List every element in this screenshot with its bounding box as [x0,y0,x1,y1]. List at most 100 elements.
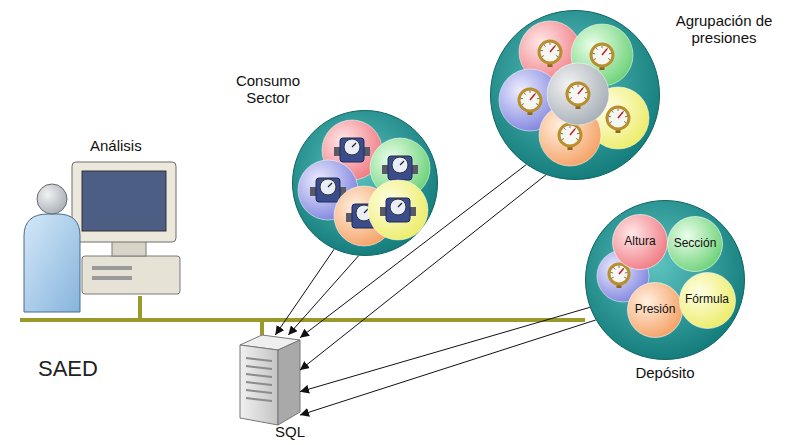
circle-label: Presión [635,303,676,317]
node-heading: Consumo Sector [230,72,306,107]
gauge-needle [619,269,624,275]
pressure-gauge-icon [559,124,581,150]
circle-outline [490,10,660,180]
network-label: SAED [38,356,98,382]
gauge-ring [609,264,629,284]
server-node: SQL [235,335,300,425]
pressure-gauge-icon [607,107,629,133]
meter-dial [344,139,360,155]
meter-needle [328,183,332,187]
variable-circle: Presión [627,282,683,338]
circle-fill [491,11,660,180]
gauge-tick [609,53,611,54]
gauge-tick [561,133,563,134]
gauge-tick [536,104,538,105]
variable-circle: Sección [667,216,723,272]
meter-needle [398,203,402,207]
gauge-tick [594,59,596,60]
variable-circle: Altura [612,214,668,270]
pressure-gauge-icon [591,44,613,70]
gauge-tick [524,93,526,95]
meter-body [388,156,412,180]
circle-fill [293,111,438,256]
water-meter-icon [382,156,418,180]
gauge-tick [618,109,619,112]
gauge-tick [537,98,539,99]
data-flow-arrow [275,249,334,335]
node-heading: Depósito [615,364,715,381]
circle-outline [292,110,438,256]
server-front [240,345,278,425]
circle-fill [628,283,683,338]
pressure-gauge-icon [609,264,629,288]
gauge-needle [530,94,535,100]
gauge-tick [556,56,558,57]
gauge-tick [521,98,523,99]
gauge-tick [593,53,595,54]
gauge-tick [625,116,627,117]
user-head [37,184,67,214]
gauge-ring [591,44,613,66]
node-heading: SQL [275,423,315,440]
user-body [24,214,80,312]
gauge-tick [619,266,620,269]
sector-cluster: Consumo Sector [292,110,438,256]
node-heading: Agrupación de presiones [662,12,786,47]
workstation-node: Análisis [15,165,180,300]
gauge-tick [572,87,574,89]
server-icon [240,335,300,425]
monitor-screen [82,171,166,231]
water-meter-icon [380,198,416,222]
circle-fill [613,215,668,270]
gauge-tick [585,92,587,93]
gauge-tick [610,122,612,123]
circle-fill [679,272,735,328]
gauge-tick [611,272,613,273]
circle-label: Altura [624,235,655,249]
gauge-tick [562,139,564,140]
meter-body [386,198,410,222]
gauge-needle [618,112,623,118]
meter-dial [392,157,408,173]
meter-needle [364,209,368,213]
gauge-tick [584,98,586,99]
circle-fill [586,201,745,360]
circle-label: Fórmula [685,293,729,307]
cluster-member-circle [547,63,609,125]
data-flow-arrow [300,320,596,415]
tank-cluster: DepósitoAlturaSecciónPresiónFórmula [585,200,745,360]
data-flow-arrow [300,175,546,370]
meter-dial [320,179,336,195]
circle-label: Sección [674,237,717,251]
monitor [72,162,176,242]
gauge-tick [608,59,610,60]
gauge-ring [607,107,629,129]
gauge-tick [609,116,611,117]
gauge-tick [612,277,614,278]
gauge-tick [522,104,524,105]
gauge-tick [576,139,578,140]
gauge-tick [530,91,531,94]
meter-dial [390,199,406,215]
gauge-tick [557,50,559,51]
pressure-gauge-icon [539,41,561,67]
variable-circle: Fórmula [679,272,736,329]
gauge-tick [578,85,579,88]
gauge-tick [602,46,603,49]
gauge-ring [559,124,581,146]
drive-slot [92,276,132,280]
meter-needle [400,161,404,165]
gauge-ring [519,89,541,111]
gauge-tick [624,122,626,123]
pressure-gauge-icon [567,83,589,109]
gauge-needle [602,49,607,55]
circle-fill [668,217,723,272]
gauge-needle [570,129,575,135]
gauge-tick [624,277,626,278]
gauge-tick [541,50,543,51]
data-flow-arrow [288,256,358,335]
cluster-member-circle [368,180,428,240]
gauge-tick [564,128,566,130]
server-slots [246,358,272,401]
gauge-needle [578,88,583,94]
